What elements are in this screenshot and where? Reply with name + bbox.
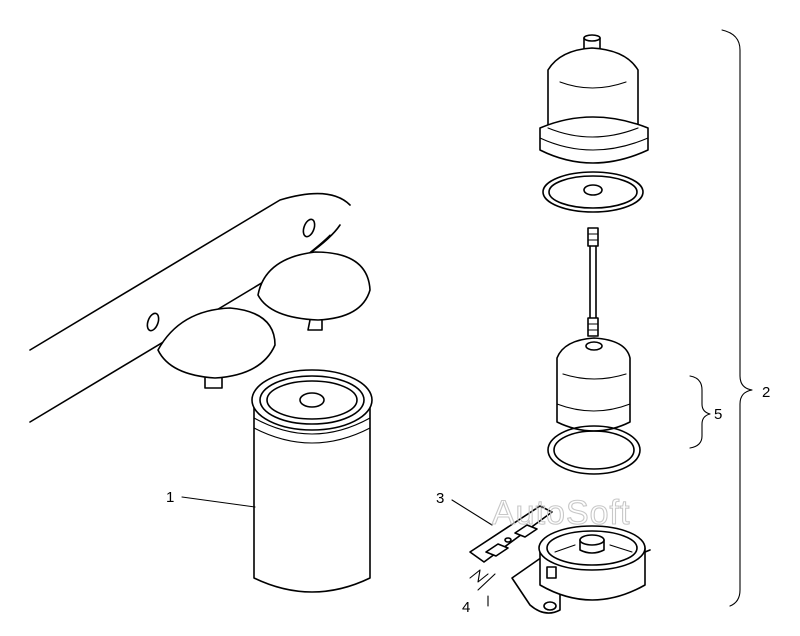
spin-on-filter [251, 369, 373, 593]
filter-base [511, 525, 651, 614]
callout-1: 1 [166, 489, 174, 506]
callout-5: 5 [714, 406, 722, 423]
watermark: AutoSoft [492, 494, 630, 532]
filter-head-disks [157, 251, 371, 389]
callout-2: 2 [762, 384, 770, 401]
callout-4: 4 [462, 599, 470, 616]
brace-assembly-2 [721, 29, 753, 607]
callout-3: 3 [436, 490, 444, 507]
upper-seal-ring [542, 171, 644, 213]
upper-filter-bowl [539, 34, 649, 164]
brace-element-5 [689, 375, 711, 449]
center-rod [587, 227, 599, 337]
leader-lines [181, 496, 496, 607]
lower-filter-element [547, 337, 641, 475]
gasket [469, 505, 553, 563]
